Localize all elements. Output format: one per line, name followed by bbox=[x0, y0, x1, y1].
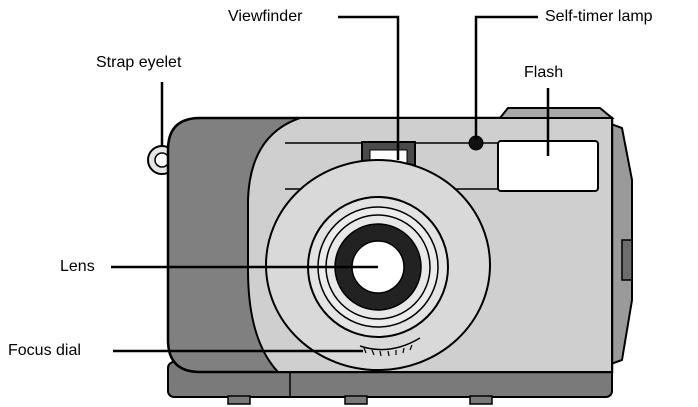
label-self-timer-lamp: Self-timer lamp bbox=[545, 8, 653, 25]
focus-dial-ridges bbox=[359, 337, 421, 357]
lens-assembly bbox=[265, 159, 491, 371]
leader-lines bbox=[111, 15, 550, 353]
label-focus-dial: Focus dial bbox=[8, 342, 81, 359]
top-ridge bbox=[497, 107, 615, 119]
leader-viewfinder bbox=[338, 15, 400, 160]
label-lens: Lens bbox=[60, 258, 95, 275]
label-flash: Flash bbox=[524, 64, 564, 81]
camera-foot-mid bbox=[344, 395, 368, 405]
side-button bbox=[621, 239, 633, 281]
label-viewfinder: Viewfinder bbox=[228, 8, 303, 25]
leader-self-timer bbox=[474, 15, 538, 140]
camera-foot-left bbox=[227, 395, 251, 405]
camera-foot-right bbox=[469, 395, 493, 405]
label-strap-eyelet: Strap eyelet bbox=[96, 54, 182, 71]
